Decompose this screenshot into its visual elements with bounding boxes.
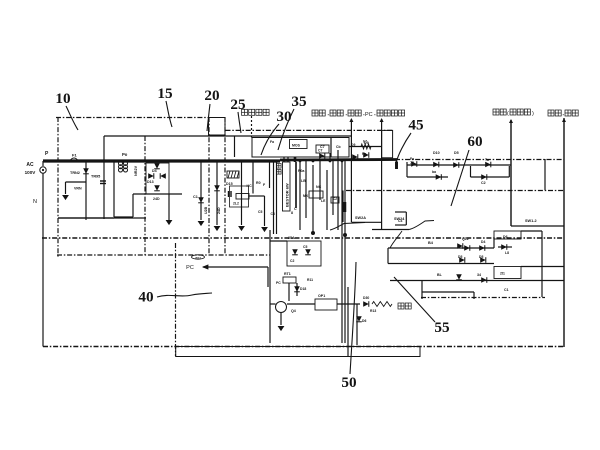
svg-text:D18: D18 <box>300 287 306 291</box>
svg-text:60: 60 <box>467 133 483 150</box>
svg-text:SW2A: SW2A <box>355 216 366 220</box>
svg-text:50: 50 <box>341 374 357 391</box>
svg-text:HC: HC <box>247 184 253 188</box>
svg-text:45: 45 <box>408 117 424 134</box>
svg-text:U2B: U2B <box>204 206 208 214</box>
svg-text:D4: D4 <box>481 240 485 244</box>
svg-text:OP1: OP1 <box>318 294 325 298</box>
svg-text:D13: D13 <box>147 180 154 184</box>
svg-text:24D: 24D <box>153 197 160 201</box>
svg-text:C3: C3 <box>271 212 275 216</box>
svg-text:AC: AC <box>26 162 34 168</box>
svg-text:SW24: SW24 <box>394 217 405 221</box>
svg-text:2013: 2013 <box>195 256 201 260</box>
svg-text:N: N <box>33 199 37 205</box>
svg-text:C1: C1 <box>193 195 198 199</box>
svg-text:TR95: TR95 <box>91 175 100 179</box>
svg-text:PC: PC <box>365 112 373 118</box>
svg-text:D6: D6 <box>362 319 366 323</box>
svg-text:SW1-2: SW1-2 <box>525 219 537 223</box>
svg-text:PC: PC <box>186 265 194 271</box>
svg-text:F1: F1 <box>72 153 77 158</box>
svg-text:R13: R13 <box>370 309 376 313</box>
svg-text:-: - <box>346 112 348 118</box>
svg-text:Q12: Q12 <box>462 237 469 241</box>
svg-text:C: C <box>294 207 297 211</box>
svg-text:D6: D6 <box>503 235 508 239</box>
svg-text:C5: C5 <box>303 245 307 249</box>
svg-text:(: ( <box>507 111 509 117</box>
svg-text:F: F <box>263 183 266 187</box>
svg-text:2SA: 2SA <box>288 236 295 240</box>
svg-text:B4: B4 <box>428 241 434 245</box>
svg-text:-: - <box>563 112 565 118</box>
svg-text:D15: D15 <box>226 182 233 186</box>
svg-text:C7: C7 <box>320 145 325 149</box>
svg-text:D10: D10 <box>433 151 440 155</box>
svg-text:D9: D9 <box>351 143 355 147</box>
svg-text:C1: C1 <box>504 288 509 292</box>
svg-text:BL: BL <box>437 273 443 277</box>
svg-text:-: - <box>374 112 376 118</box>
svg-text:Q4: Q4 <box>291 309 296 313</box>
svg-text:Cb: Cb <box>336 145 341 149</box>
svg-text:VRN: VRN <box>74 187 82 191</box>
svg-text:2t1: 2t1 <box>500 272 505 276</box>
svg-text:2L2: 2L2 <box>233 202 239 206</box>
svg-text:Po: Po <box>122 152 128 157</box>
svg-text:D5: D5 <box>479 255 483 259</box>
svg-text:R11: R11 <box>307 278 313 282</box>
svg-text:PC: PC <box>276 281 281 285</box>
svg-text:34: 34 <box>477 273 481 277</box>
svg-text:D30: D30 <box>363 296 369 300</box>
svg-text:30: 30 <box>276 108 292 125</box>
svg-text:100V: 100V <box>25 170 37 175</box>
svg-text:Fa: Fa <box>410 157 414 161</box>
svg-text:24D: 24D <box>217 207 221 214</box>
svg-text:D9: D9 <box>364 141 369 145</box>
svg-text:-: - <box>363 112 365 118</box>
svg-text:BESTOR 6W: BESTOR 6W <box>285 183 290 207</box>
svg-text:MOS: MOS <box>292 144 301 148</box>
svg-text:8: 8 <box>291 211 293 215</box>
svg-text:35: 35 <box>291 93 307 110</box>
svg-text:20: 20 <box>204 87 220 104</box>
svg-text:TRN2: TRN2 <box>70 171 80 175</box>
svg-text:RT1: RT1 <box>284 272 291 276</box>
svg-text:NR2V: NR2V <box>134 165 138 176</box>
svg-text:25: 25 <box>230 96 246 113</box>
svg-text:D5: D5 <box>454 151 459 155</box>
svg-text:C7: C7 <box>318 149 323 153</box>
svg-text:C2: C2 <box>333 197 337 201</box>
svg-text:10: 10 <box>55 90 71 107</box>
svg-text:Ta: Ta <box>485 158 489 162</box>
svg-text:b7: b7 <box>363 140 367 144</box>
svg-text:P0a: P0a <box>298 169 305 173</box>
svg-text:Fa: Fa <box>270 140 274 144</box>
svg-text:NC: NC <box>316 185 322 189</box>
svg-text:15: 15 <box>157 85 173 102</box>
svg-text:LB: LB <box>301 179 306 183</box>
svg-text:C2: C2 <box>481 181 486 185</box>
svg-text:MK: MK <box>303 194 309 198</box>
svg-text:LE: LE <box>321 199 326 203</box>
svg-text:D4: D4 <box>152 169 157 173</box>
svg-text:): ) <box>532 111 534 117</box>
svg-text:R0: R0 <box>256 181 261 185</box>
svg-text:P: P <box>45 151 49 157</box>
svg-text:C2: C2 <box>290 259 294 263</box>
svg-text:55: 55 <box>434 319 450 336</box>
svg-text:C5: C5 <box>258 210 262 214</box>
svg-text:-: - <box>328 112 330 118</box>
svg-text:C4: C4 <box>398 219 402 223</box>
svg-text:ba: ba <box>432 170 436 174</box>
svg-text:D5: D5 <box>458 255 462 259</box>
svg-text:40: 40 <box>138 289 154 306</box>
svg-text:L8: L8 <box>505 251 509 255</box>
